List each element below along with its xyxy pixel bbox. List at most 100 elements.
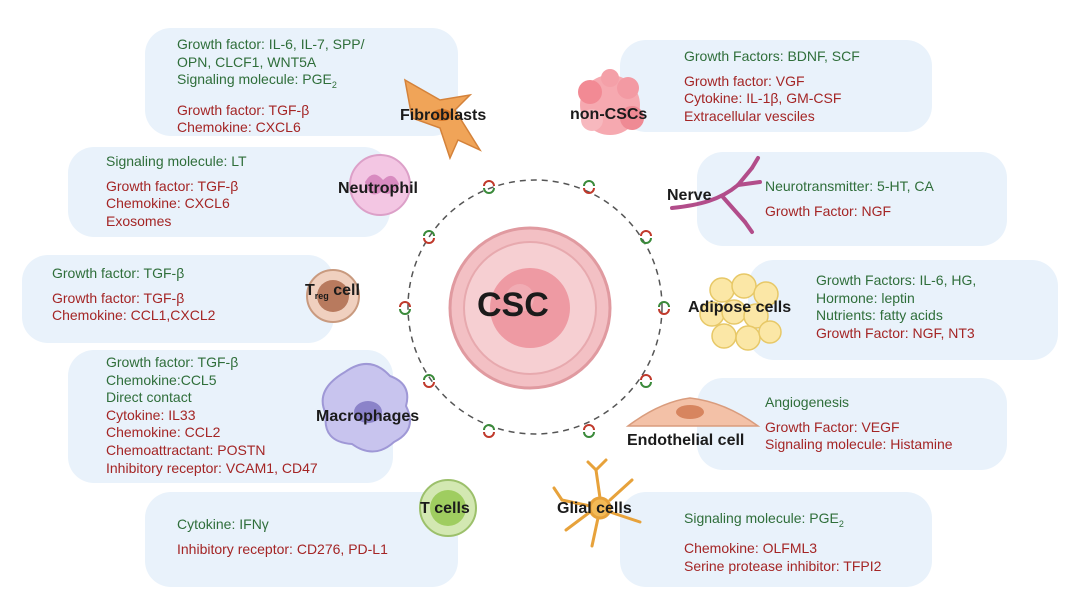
endothelial-label: Endothelial cell [627,432,745,449]
panel-line-text: Angiogenesis [765,394,850,410]
panel-line-text: Chemokine: CCL2 [106,424,221,441]
non-cscs-panel: Growth Factors: BDNF, SCF Growth factor: … [620,40,932,132]
panel-line-text: Chemokine: CXCL6 [177,119,301,136]
panel-line-text: Chemokine: CXCL6 [106,195,230,212]
panel-line: Growth Factors: BDNF, SCF [684,48,860,66]
panel-line: OPN, CLCF1, WNT5A [177,54,365,72]
panel-line: Inhibitory receptor: CD276, PD-L1 [177,541,388,559]
panel-line-text: Inhibitory receptor: CD276, PD-L1 [177,540,388,557]
panel-line-subscript: 2 [838,518,844,529]
panel-text: Growth factor: IL-6, IL-7, SPP/OPN, CLCF… [177,36,365,137]
panel-line: Growth Factor: NGF, NT3 [816,325,976,343]
panel-line-text: Cytokine: IL33 [106,406,196,423]
panel-line: Growth factor: TGF-β [52,265,215,283]
exchange-ring [407,179,663,435]
panel-line-subscript: 2 [331,79,337,90]
panel-line-text: Signaling molecule: Histamine [765,436,953,453]
panel-line-text: Growth Factors: IL-6, HG, [816,272,977,288]
panel-line-text: OPN, CLCF1, WNT5A [177,53,317,70]
macrophage-icon [321,363,411,453]
panel-line: Growth factor: TGF-β [52,290,215,308]
panel-line-text: Growth factor: TGF-β [106,354,239,370]
neutrophil-icon [349,154,411,216]
ring-arrow-icons [399,180,670,438]
panel-line: Nutrients: fatty acids [816,307,976,325]
panel-line-text: Growth factor: IL-6, IL-7, SPP/ [177,36,365,52]
panel-line: Growth factor: IL-6, IL-7, SPP/ [177,36,365,54]
panel-line-text: Chemokine:CCL5 [106,371,217,388]
panel-line: Direct contact [106,389,318,407]
t-cells-label: T cells [420,500,470,517]
adipose-label: Adipose cells [688,299,792,316]
neutrophil-label: Neutrophil [338,180,418,197]
treg-label: Treg cell [305,282,360,301]
panel-text: Signaling molecule: LT Growth factor: TGF… [106,153,247,230]
panel-line: Growth factor: TGF-β [106,354,318,372]
panel-line: Extracellular vesciles [684,108,860,126]
non-cscs-icon [578,69,644,135]
panel-line: Growth Factor: VEGF [765,419,953,437]
panel-line: Cytokine: IL-1β, GM-CSF [684,90,860,108]
panel-line-text: Hormone: leptin [816,289,915,306]
panel-line-text: Growth Factor: NGF, NT3 [816,324,975,341]
panel-line: Signaling molecule: Histamine [765,436,953,454]
panel-line-text: Growth factor: TGF-β [106,177,239,194]
panel-line-text: Chemoattractant: POSTN [106,441,266,458]
panel-line: Chemokine: CXCL6 [177,119,365,137]
panel-line-text: Serine protease inhibitor: TFPI2 [684,557,882,574]
panel-line: Growth factor: TGF-β [106,178,247,196]
panel-line-text: Signaling molecule: PGE [684,510,839,526]
panel-line: Signaling molecule: PGE2 [684,510,881,533]
panel-line-text: Chemokine: CCL1,CXCL2 [52,307,216,324]
macrophages-label: Macrophages [316,408,420,425]
panel-line: Chemokine: CCL2 [106,424,318,442]
panel-line-text: Nutrients: fatty acids [816,307,943,324]
nerve-icon [670,156,762,234]
panel-line-text: Inhibitory receptor: VCAM1, CD47 [106,459,318,476]
fibroblast-icon [403,78,482,161]
panel-line: Cytokine: IFNγ [177,516,388,534]
panel-line-text: Signaling molecule: PGE [177,71,332,88]
panel-text: Growth Factors: BDNF, SCF Growth factor: … [684,48,860,125]
adipose-panel: Growth Factors: IL-6, HG,Hormone: leptin… [748,260,1058,360]
treg-label-t: T [305,282,315,299]
csc-cell-icon [448,226,612,390]
panel-line: Inhibitory receptor: VCAM1, CD47 [106,460,318,478]
panel-line-text: Growth factor: VGF [684,72,805,89]
panel-line: Hormone: leptin [816,290,976,308]
panel-line-text: Chemokine: OLFML3 [684,540,818,557]
panel-line-text: Signaling molecule: LT [106,153,247,169]
panel-line-text: Neurotransmitter: 5-HT, CA [765,178,934,194]
panel-line-text: Cytokine: IL-1β, GM-CSF [684,90,842,107]
panel-line: Growth Factor: NGF [765,203,934,221]
adipose-cells-icon [699,273,782,351]
panel-line-text: Growth factor: TGF-β [52,265,185,281]
neutrophil-panel: Signaling molecule: LT Growth factor: TGF… [68,147,390,237]
panel-line-text: Growth Factor: NGF [765,202,892,219]
panel-line-text: Growth factor: TGF-β [52,289,185,306]
panel-line: Growth factor: VGF [684,73,860,91]
nerve-label: Nerve [667,187,712,204]
panel-line-text: Cytokine: IFNγ [177,516,269,532]
panel-line-text: Extracellular vesciles [684,107,815,124]
panel-line: Serine protease inhibitor: TFPI2 [684,558,881,576]
nerve-panel: Neurotransmitter: 5-HT, CA Growth Factor:… [697,152,1007,246]
panel-line-text: Growth Factor: VEGF [765,418,900,435]
panel-line: Signaling molecule: PGE2 [177,71,365,94]
panel-line: Growth factor: TGF-β [177,102,365,120]
panel-line: Chemokine: CXCL6 [106,195,247,213]
panel-line-text: Exosomes [106,212,172,229]
panel-line: Signaling molecule: LT [106,153,247,171]
panel-line-text: Growth factor: TGF-β [177,101,310,118]
panel-line: Angiogenesis [765,394,953,412]
panel-line: Chemokine: CCL1,CXCL2 [52,307,215,325]
panel-line: Growth Factors: IL-6, HG, [816,272,976,290]
treg-cell-icon [306,269,360,323]
